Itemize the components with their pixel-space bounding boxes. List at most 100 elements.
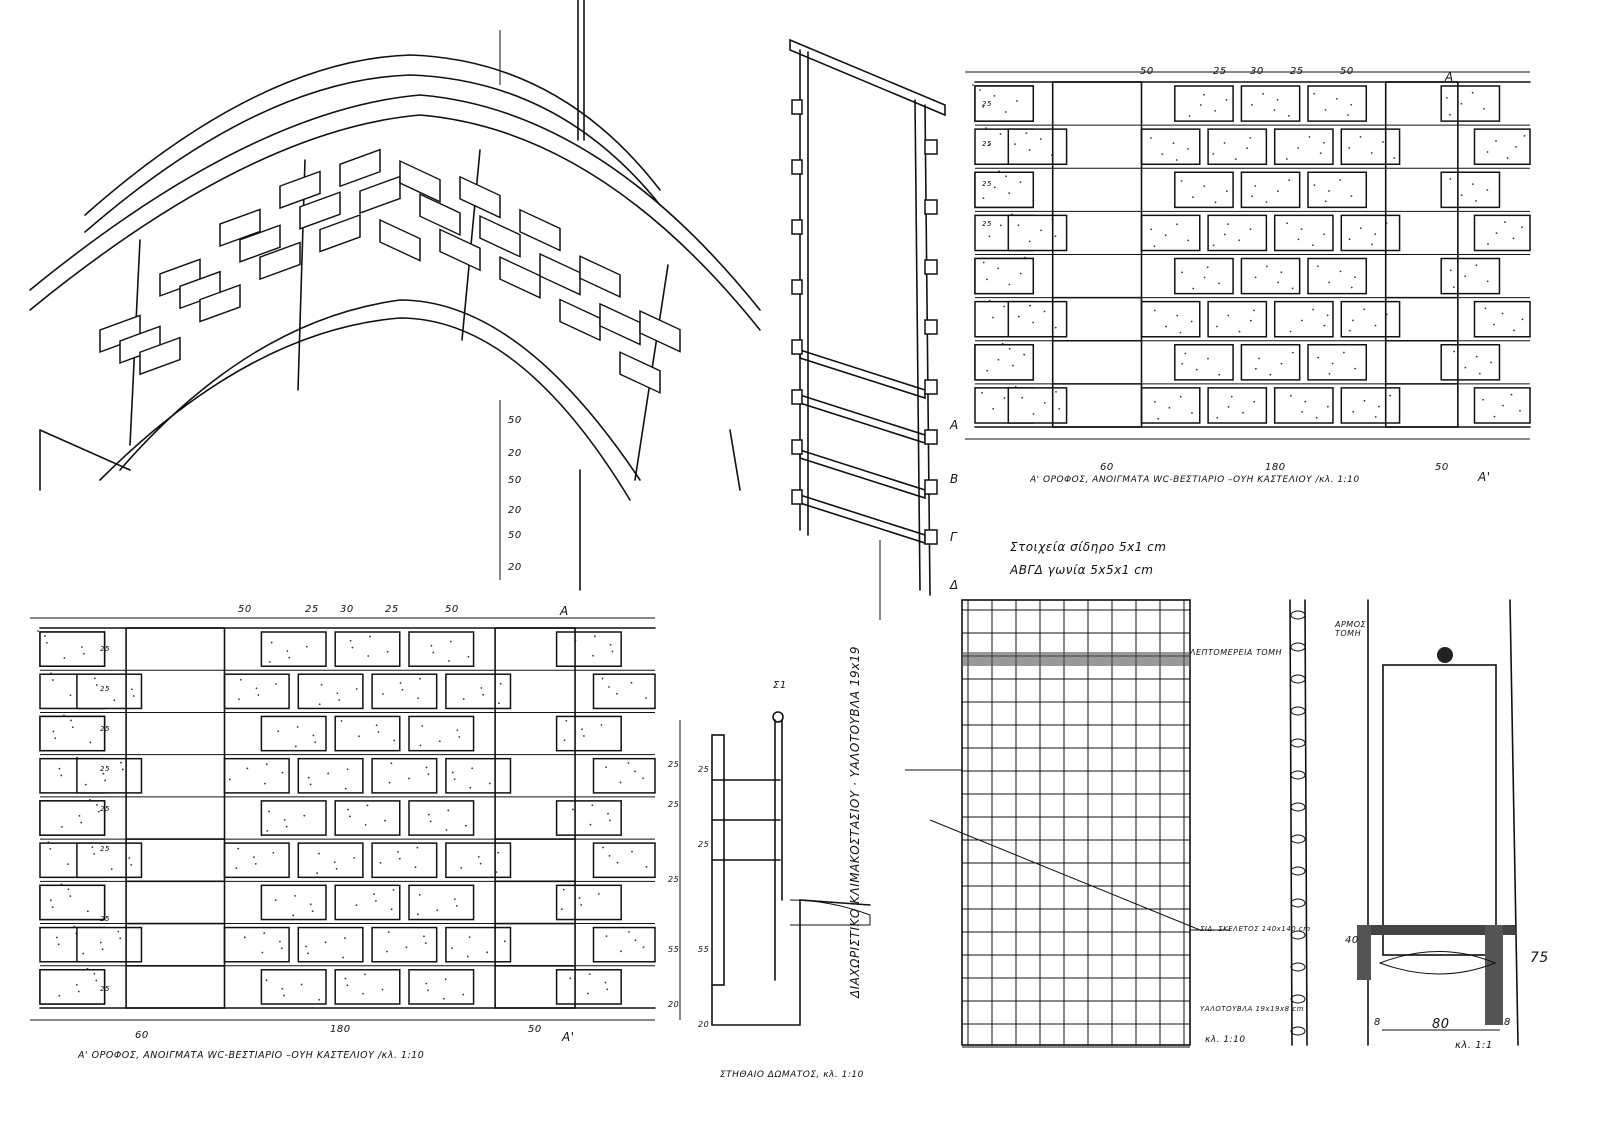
brick-stipple	[405, 946, 408, 949]
brick	[319, 213, 361, 253]
brick	[297, 673, 364, 710]
brick-stipple	[1055, 390, 1057, 393]
brick-stipple	[1227, 314, 1230, 317]
brick	[334, 800, 401, 836]
brick-stipple	[1495, 140, 1497, 142]
brick-stipple	[1191, 411, 1193, 414]
brick-stipple	[1515, 145, 1517, 148]
brick-stipple	[1005, 175, 1007, 178]
brick	[1240, 257, 1301, 295]
brick-stipple	[460, 866, 463, 869]
brick-stipple	[1203, 93, 1205, 96]
brick-stipple	[1460, 194, 1463, 197]
brick-stipple	[280, 947, 283, 950]
brick-stipple	[619, 781, 622, 784]
brick-stipple	[89, 741, 92, 744]
brick-stipple	[1017, 315, 1020, 318]
brick	[259, 241, 301, 281]
brick-stipple	[336, 692, 339, 695]
brick-stipple	[351, 646, 354, 649]
brick-stipple	[1350, 286, 1353, 289]
bracket	[924, 429, 938, 445]
rail	[799, 393, 926, 445]
brick	[408, 800, 475, 836]
row-dim: 25	[100, 915, 110, 923]
brick-stipple	[981, 391, 983, 394]
dim-label: 55	[698, 945, 710, 954]
brick-stipple	[986, 369, 989, 372]
brick-stipple	[128, 857, 131, 860]
brick	[223, 757, 290, 794]
frame-label: Γ	[950, 530, 958, 544]
section-mark: A'	[562, 1030, 575, 1044]
brick-stipple	[327, 772, 330, 775]
brick	[1207, 300, 1268, 338]
brick-stipple	[1317, 356, 1320, 359]
brick-stipple	[993, 186, 996, 189]
brick-stipple	[1003, 305, 1006, 308]
brick	[1174, 171, 1234, 209]
brick-stipple	[1249, 319, 1252, 322]
brick-stipple	[1273, 109, 1276, 111]
brick-stipple	[239, 678, 242, 681]
brick-stipple	[634, 770, 636, 773]
brick-stipple	[1253, 400, 1256, 403]
brick-stipple	[279, 940, 281, 943]
brick-stipple	[243, 936, 246, 939]
brick-stipple	[1242, 411, 1244, 414]
brick-stipple	[1335, 97, 1338, 100]
brick-stipple	[71, 726, 74, 729]
brick-stipple	[1058, 407, 1061, 410]
brick	[445, 673, 512, 710]
brick-stipple	[281, 987, 284, 990]
brick-stipple	[467, 655, 470, 658]
brick	[1340, 128, 1401, 165]
brick-stipple	[379, 861, 382, 864]
brick-stipple	[347, 808, 349, 811]
brick	[459, 175, 501, 219]
brick-stipple	[988, 235, 991, 238]
brick-stipple	[588, 973, 591, 976]
brick-stipple	[1393, 157, 1396, 160]
brick	[223, 673, 290, 710]
brick-stipple	[57, 943, 60, 946]
brick-stipple	[1276, 98, 1279, 101]
side-dim: 20	[668, 1000, 680, 1009]
brick	[1473, 128, 1531, 165]
dim-label: 8	[1504, 1017, 1511, 1028]
brick-stipple	[1348, 238, 1351, 241]
brick-stipple	[1280, 362, 1283, 365]
brick-stipple	[340, 720, 343, 722]
brick	[76, 673, 143, 710]
brick-stipple	[988, 299, 991, 302]
brick-stipple	[235, 867, 238, 870]
brick-stipple	[349, 639, 352, 642]
brick-stipple	[263, 932, 266, 935]
brick-stipple	[309, 783, 312, 786]
joint-bubble	[1290, 642, 1306, 652]
brick	[199, 283, 241, 323]
brick-stipple	[1008, 283, 1011, 286]
bracket	[791, 339, 803, 355]
dim-label: 20	[508, 562, 522, 573]
brick-stipple	[1227, 405, 1230, 408]
brick-stipple	[1297, 238, 1300, 241]
brick-stipple	[469, 786, 472, 789]
brick-stipple	[1370, 152, 1373, 154]
brick-stipple	[1354, 367, 1357, 370]
brick-stipple	[972, 84, 974, 86]
brick-stipple	[86, 910, 89, 913]
brick-stipple	[110, 868, 113, 871]
brick-stipple	[367, 655, 370, 657]
brick-stipple	[58, 767, 61, 770]
row-dim: 25	[982, 220, 992, 228]
row-dim: 25	[982, 180, 992, 188]
brick-stipple	[1218, 373, 1221, 376]
brick	[408, 631, 475, 667]
brick-stipple	[609, 643, 612, 646]
scale-label: κλ. 1:10	[1205, 1035, 1246, 1045]
brick-stipple	[1449, 269, 1452, 272]
brick-stipple	[60, 774, 63, 777]
brick-stipple	[642, 946, 645, 949]
brick-stipple	[238, 698, 240, 701]
